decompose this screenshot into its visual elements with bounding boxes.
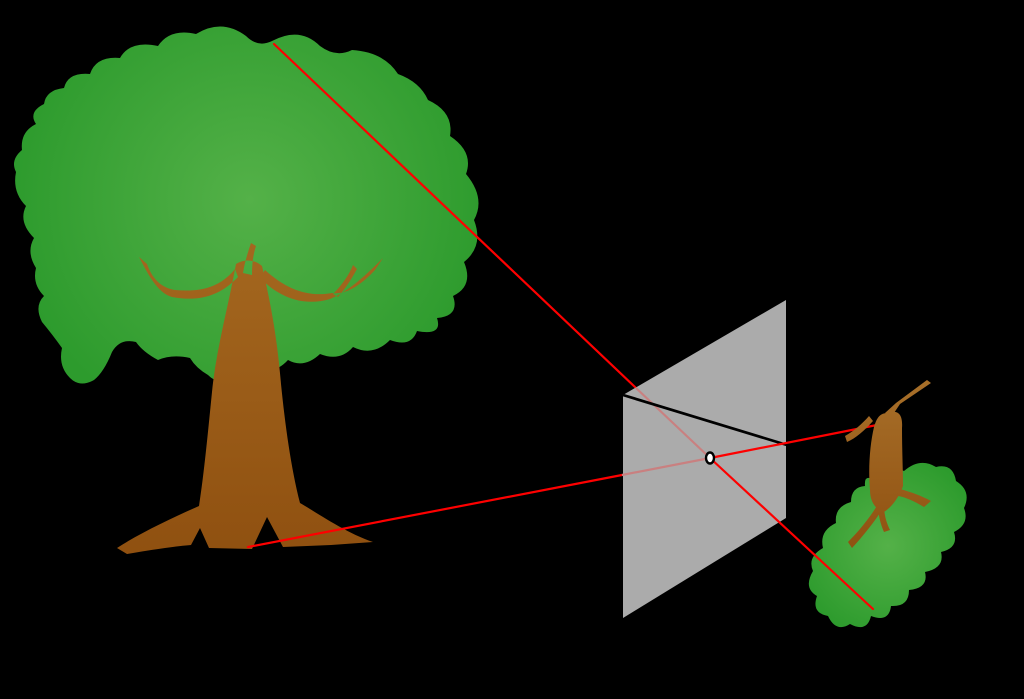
inverted-image-trunk (845, 380, 931, 548)
light-ray-treebase-incident (246, 473, 624, 549)
object-tree-trunk (117, 243, 383, 554)
light-ray-treetop-behind-plane (635, 387, 711, 459)
pinhole-aperture (704, 451, 716, 465)
object-tree-canopy (14, 26, 479, 384)
plane-diagonal-line (622, 393, 788, 447)
light-ray-treebase-projected (708, 422, 884, 460)
light-ray-treetop-projected (708, 456, 875, 611)
light-ray-treebase-behind-plane (621, 456, 711, 477)
light-ray-treetop-incident (272, 42, 638, 390)
